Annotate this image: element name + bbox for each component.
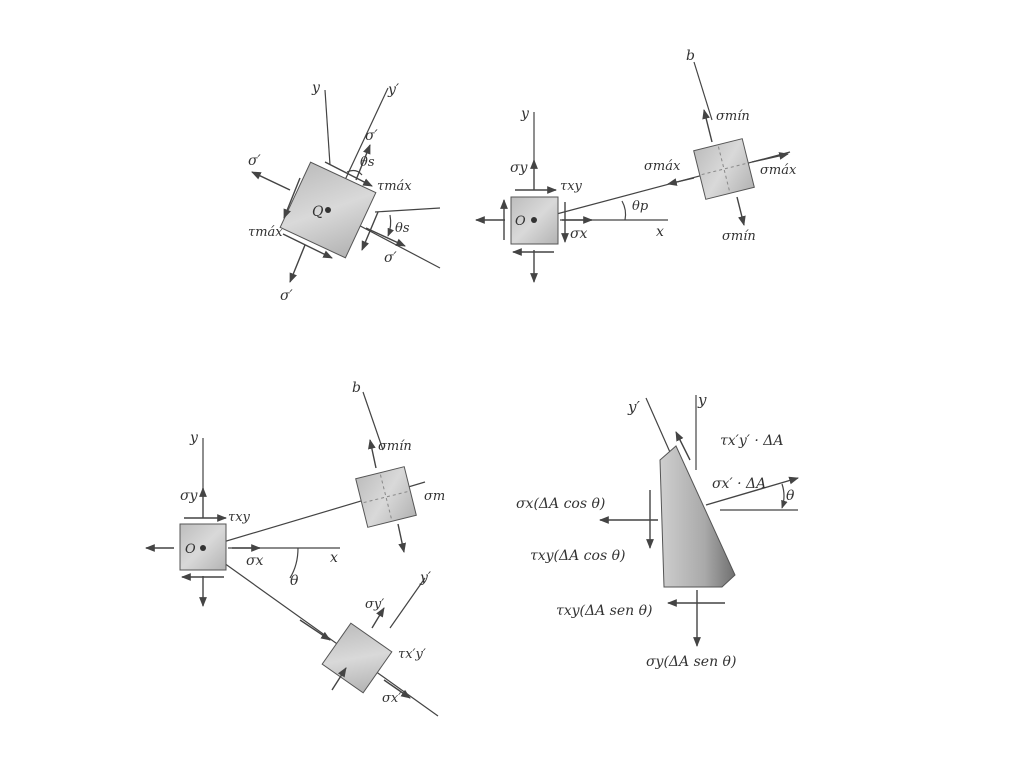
tau-max-left-arrow (283, 177, 301, 219)
label-theta-s-top: θs (360, 155, 375, 170)
label-y-prime: y′ (387, 82, 400, 98)
panel-4-wedge-free-body: y′ y τx′y′ · ΔA σx′ · ΔA θ σx(ΔA cos θ) … (516, 391, 799, 670)
sigma-xp-arrow (705, 476, 799, 506)
label-theta: θ (290, 573, 299, 589)
panel-3-rotated-element: y x b y′ σy τxy σx O θ σmín σm σy′ τx′y′… (145, 380, 445, 717)
sigma-prime-left-arrow (251, 171, 291, 191)
tau-xpyp-arrow (675, 431, 691, 461)
label-x: x (656, 224, 664, 240)
label-tau-top: τx′y′ · ΔA (720, 433, 783, 449)
label-sigma-y-force: σy(ΔA sen θ) (646, 654, 736, 670)
label-y: y (189, 430, 199, 446)
label-b: b (352, 380, 361, 396)
label-tau-xy-cos: τxy(ΔA cos θ) (530, 548, 625, 564)
label-sigma-prime-right: σ′ (384, 250, 398, 266)
label-y: y (520, 106, 530, 122)
label-tau-xpyp: τx′y′ (398, 647, 426, 662)
label-sigma-y: σy (180, 488, 199, 504)
label-sigma-y-prime: σy′ (365, 597, 384, 612)
label-y: y (697, 391, 707, 409)
label-tau-max-left: τmáx (248, 225, 283, 240)
origin-point (531, 217, 537, 223)
label-sigma-cut: σm (424, 489, 445, 504)
label-sigma-max-right: σmáx (760, 163, 797, 178)
wedge-element (659, 445, 736, 588)
rotated-element (321, 622, 393, 694)
panel-2-principal-stresses: y x b σy τxy σx O θp σmín σmín σmáx σmáx (475, 48, 797, 283)
label-theta-p: θp (632, 199, 649, 214)
label-sigma-y: σy (510, 160, 529, 176)
tau-max-bottom-arrow (282, 233, 333, 259)
label-sigma-min-top: σmín (716, 109, 750, 124)
label-tau-xy: τxy (228, 510, 251, 525)
label-sigma-min-bottom: σmín (722, 229, 756, 244)
label-tau-max-top: τmáx (377, 179, 412, 194)
origin-point (200, 545, 206, 551)
label-sigma-prime-top: σ′ (365, 128, 379, 144)
label-y-prime: y′ (627, 398, 640, 416)
origin-point (325, 207, 331, 213)
label-sigma-max-left: σmáx (644, 159, 681, 174)
label-sigma-xp: σx′ · ΔA (712, 476, 766, 492)
panel-1-max-shear-element: y y′ σ′ σ′ σ′ σ′ θs θs τmáx τmáx Q (248, 80, 441, 304)
label-sigma-x-prime: σx′ (382, 691, 401, 706)
label-origin-q: Q (312, 204, 324, 220)
tau-max-right-arrow (361, 211, 379, 251)
tau-max-top-arrow (324, 161, 373, 187)
sigma-prime-bottom-arrow (289, 244, 306, 283)
sigma-prime-top-arrow (355, 144, 371, 181)
label-theta-s-right: θs (395, 221, 410, 236)
sigma-prime-right-arrow (365, 227, 406, 247)
label-origin-o: O (185, 542, 196, 557)
label-tau-xy-sen: τxy(ΔA sen θ) (556, 603, 653, 619)
label-tau-xy: τxy (560, 179, 583, 194)
label-origin-o: O (515, 214, 526, 229)
principal-element (355, 466, 417, 528)
label-sigma-x: σx (246, 553, 264, 569)
label-y: y (311, 80, 321, 96)
label-sigma-x-force: σx(ΔA cos θ) (516, 496, 605, 512)
label-x: x (330, 550, 338, 566)
label-theta: θ (786, 488, 795, 504)
label-sigma-prime-left: σ′ (248, 153, 262, 169)
principal-element (693, 138, 755, 200)
label-sigma-min: σmín (378, 439, 412, 454)
label-sigma-prime-bottom: σ′ (280, 288, 294, 304)
label-sigma-x: σx (570, 226, 588, 242)
label-y-prime: y′ (419, 570, 432, 586)
label-b: b (686, 48, 695, 64)
